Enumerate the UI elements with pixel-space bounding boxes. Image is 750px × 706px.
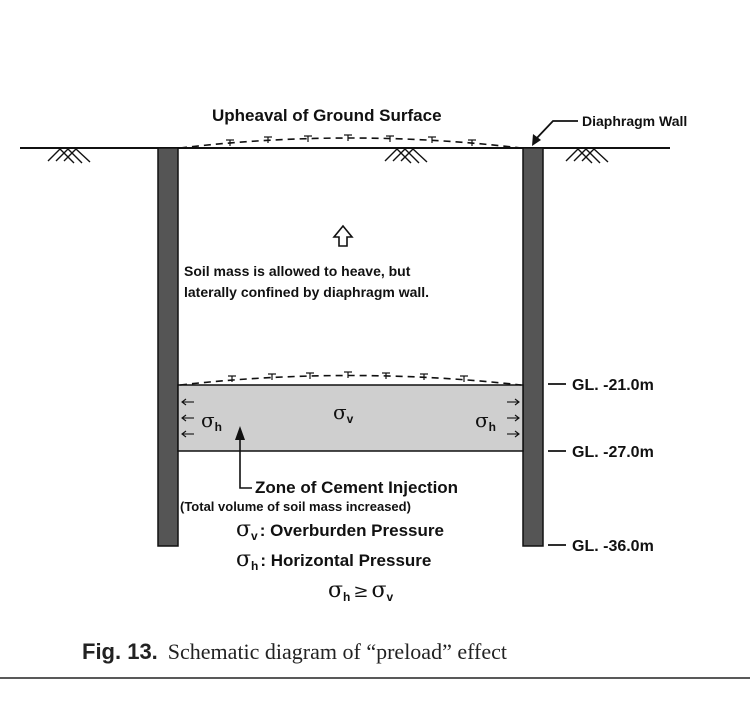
ground-upheaval-arrows — [226, 134, 476, 146]
sigma-h-definition: σh: Horizontal Pressure — [236, 547, 431, 573]
heave-text-line2: laterally confined by diaphragm wall. — [184, 284, 429, 300]
level-label-21: GL. -21.0m — [572, 377, 654, 394]
ground-upheaval-curve — [179, 137, 522, 149]
diaphragm-wall-pointer — [534, 120, 578, 141]
upheaval-label: Upheaval of Ground Surface — [212, 106, 442, 125]
zone-note: (Total volume of soil mass increased) — [180, 499, 411, 514]
lateral-arrows-right — [507, 398, 520, 438]
level-label-36: GL. -36.0m — [572, 538, 654, 555]
zone-upheaval-curve — [179, 374, 522, 386]
zone-title: Zone of Cement Injection — [255, 478, 458, 497]
ground-hatch-left — [47, 148, 91, 164]
zone-pointer-head — [235, 426, 245, 440]
zone-pointer-line — [239, 440, 252, 489]
sigma-v-definition: σv: Overburden Pressure — [236, 517, 444, 543]
cement-injection-zone — [177, 384, 524, 452]
diaphragm-wall-label: Diaphragm Wall — [582, 113, 687, 129]
ground-hatch-right — [565, 148, 609, 164]
level-label-27: GL. -27.0m — [572, 444, 654, 461]
lateral-arrows-left — [181, 398, 194, 438]
sigma-h-left: σh — [201, 408, 222, 434]
heave-text-line1: Soil mass is allowed to heave, but — [184, 263, 411, 279]
diaphragm-wall-right — [522, 147, 544, 547]
zone-upheaval-arrows — [228, 371, 468, 382]
figure-caption: Fig. 13.Schematic diagram of “preload” e… — [82, 639, 507, 664]
sigma-v-center: σv — [333, 400, 354, 426]
diaphragm-wall-pointer-head — [532, 134, 541, 146]
heave-up-arrow — [332, 224, 354, 247]
sigma-h-right: σh — [475, 408, 496, 434]
ground-hatch-center — [384, 148, 428, 164]
sigma-inequality: σh≥σv — [328, 578, 394, 604]
diaphragm-wall-left — [157, 147, 179, 547]
